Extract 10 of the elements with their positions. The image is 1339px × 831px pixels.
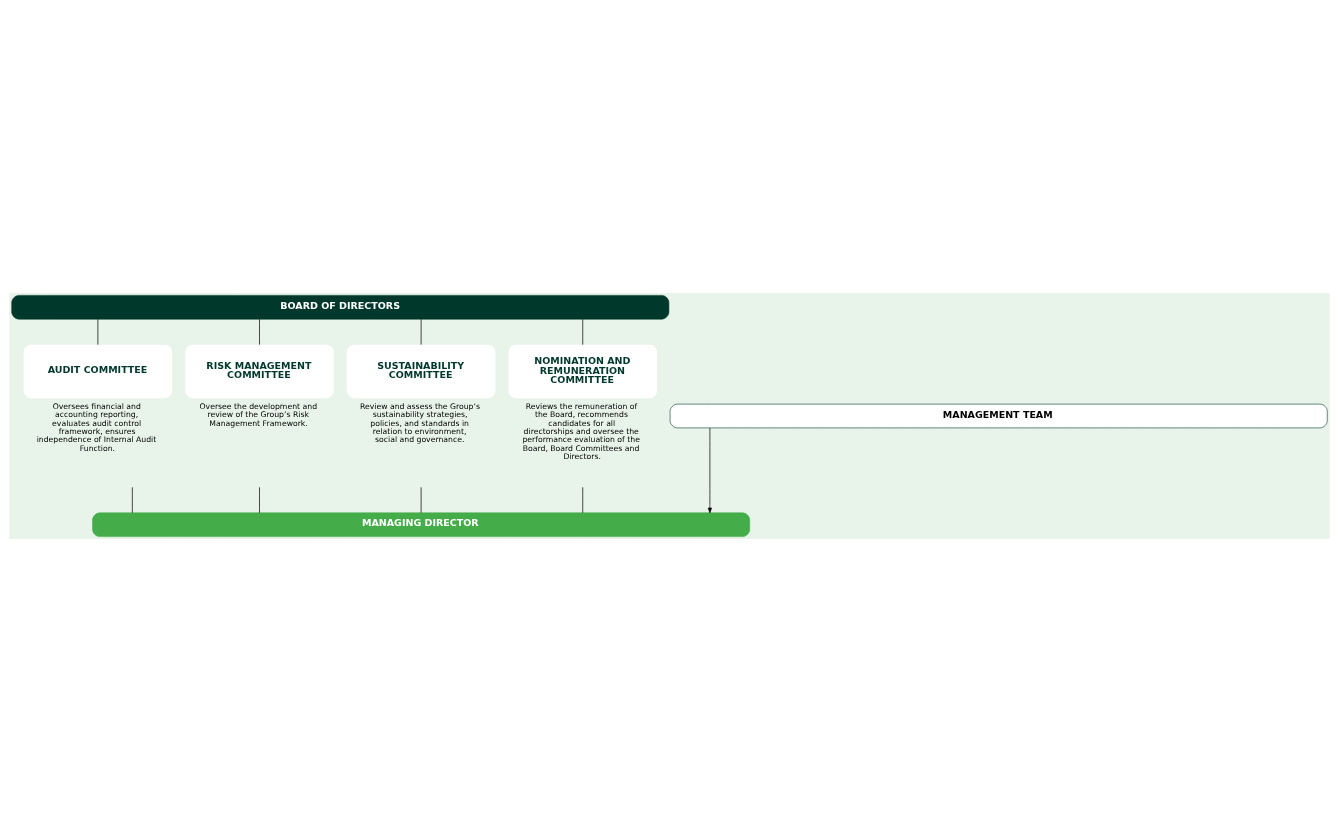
connector (582, 318, 584, 345)
connector (97, 318, 99, 345)
node-box: AUDIT COMMITTEE (23, 344, 173, 398)
node-box: NOMINATION AND REMUNERATION COMMITTEE (508, 344, 657, 398)
connector (259, 318, 260, 345)
connector (259, 486, 260, 513)
node-box: RISK MANAGEMENT COMMITTEE (185, 344, 334, 398)
arrow (707, 427, 712, 513)
node-box: SUSTAINABILITY COMMITTEE (346, 344, 496, 398)
connector (420, 318, 422, 345)
